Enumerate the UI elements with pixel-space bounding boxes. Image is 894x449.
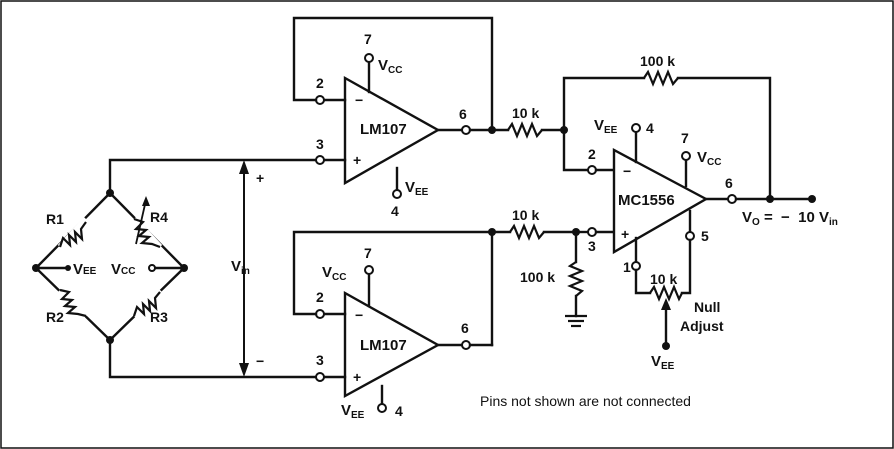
opamp-bottom-pin4: 4 bbox=[395, 403, 403, 419]
opamp-output-pin1: 1 bbox=[623, 259, 631, 275]
null-adjust-vee: VEE bbox=[651, 353, 675, 372]
label-r-ground: 100 k bbox=[520, 269, 555, 285]
opamp-output-plus: + bbox=[621, 226, 629, 242]
resistor-100k-ground bbox=[565, 230, 587, 328]
footer-note: Pins not shown are not connected bbox=[480, 393, 691, 409]
opamp-bottom-vcc: VCC bbox=[322, 264, 346, 283]
opamp-bottom-pin6: 6 bbox=[461, 320, 469, 336]
opamp-top-vcc: VCC bbox=[378, 57, 402, 76]
label-r-feedback: 100 k bbox=[640, 53, 675, 69]
null-adjust-line2: Adjust bbox=[680, 318, 724, 334]
opamp-output-pin4: 4 bbox=[646, 120, 654, 136]
opamp-bottom-triangle bbox=[343, 290, 441, 399]
wire-bridge-bottom bbox=[108, 338, 320, 379]
opamp-output-pin7: 7 bbox=[681, 130, 689, 146]
opamp-top-name: LM107 bbox=[360, 121, 407, 138]
opamp-output-triangle bbox=[612, 148, 709, 255]
opamp-top-vee: VEE bbox=[405, 179, 429, 198]
resistor-10k-top bbox=[490, 121, 616, 175]
opamp-top-pin6: 6 bbox=[459, 106, 467, 122]
label-r2: R2 bbox=[46, 309, 64, 325]
opamp-output-pin2: 2 bbox=[588, 146, 596, 162]
opamp-output-vcc: VCC bbox=[697, 149, 721, 168]
opamp-output-pin5: 5 bbox=[701, 228, 709, 244]
resistor-r3 bbox=[131, 287, 163, 319]
wire-bridge-top bbox=[108, 158, 320, 195]
vin-minus: − bbox=[256, 353, 264, 369]
opamp-top-triangle bbox=[343, 75, 441, 186]
label-r-null: 10 k bbox=[650, 271, 677, 287]
wire-bottom-feedback bbox=[292, 230, 494, 347]
output-equation: VO = − 10 Vin bbox=[742, 209, 838, 228]
opamp-bottom-vee: VEE bbox=[341, 402, 365, 421]
opamp-bottom-pin3: 3 bbox=[316, 352, 324, 368]
opamp-bottom-pin7: 7 bbox=[364, 245, 372, 261]
null-adjust-line1: Null bbox=[694, 299, 720, 315]
opamp-top-pin4: 4 bbox=[391, 203, 399, 219]
resistor-10k-bottom bbox=[490, 223, 616, 241]
opamp-top-pin3: 3 bbox=[316, 136, 324, 152]
vin-label: Vin bbox=[231, 258, 250, 277]
label-r4: R4 bbox=[150, 209, 168, 225]
opamp-output bbox=[612, 123, 816, 350]
label-r3: R3 bbox=[150, 309, 168, 325]
opamp-bottom bbox=[292, 228, 496, 413]
wire-top-feedback bbox=[292, 16, 494, 132]
opamp-bottom-minus: − bbox=[355, 307, 363, 323]
label-r-in-top: 10 k bbox=[512, 105, 539, 121]
wiper-arrow-icon bbox=[661, 298, 671, 310]
label-r-in-bottom: 10 k bbox=[512, 207, 539, 223]
vin-indicator bbox=[239, 160, 249, 377]
opamp-output-vee: VEE bbox=[594, 117, 618, 136]
label-bridge-vcc: VCC bbox=[111, 261, 135, 278]
resistor-100k-feedback bbox=[562, 69, 774, 203]
opamp-top-pin2: 2 bbox=[316, 75, 324, 91]
opamp-bottom-plus: + bbox=[353, 369, 361, 385]
arrow-down-icon bbox=[239, 363, 249, 377]
opamp-top-pin7: 7 bbox=[364, 31, 372, 47]
variable-arrow-icon bbox=[142, 196, 150, 206]
opamp-bottom-pin2: 2 bbox=[316, 289, 324, 305]
opamp-bottom-name: LM107 bbox=[360, 337, 407, 354]
opamp-output-pin3: 3 bbox=[588, 238, 596, 254]
arrow-up-icon bbox=[239, 160, 249, 174]
opamp-top-plus: + bbox=[353, 152, 361, 168]
bridge-network bbox=[32, 189, 188, 344]
opamp-top-minus: − bbox=[355, 92, 363, 108]
label-bridge-vee: VEE bbox=[73, 261, 97, 278]
opamp-output-minus: − bbox=[623, 163, 631, 179]
opamp-output-pin6: 6 bbox=[725, 175, 733, 191]
ground-icon bbox=[565, 314, 587, 328]
vin-plus: + bbox=[256, 170, 264, 186]
label-r1: R1 bbox=[46, 211, 64, 227]
resistor-r2 bbox=[57, 287, 89, 319]
resistor-r4 bbox=[131, 196, 163, 250]
resistor-r1 bbox=[57, 216, 89, 250]
opamp-output-name: MC1556 bbox=[618, 192, 675, 209]
